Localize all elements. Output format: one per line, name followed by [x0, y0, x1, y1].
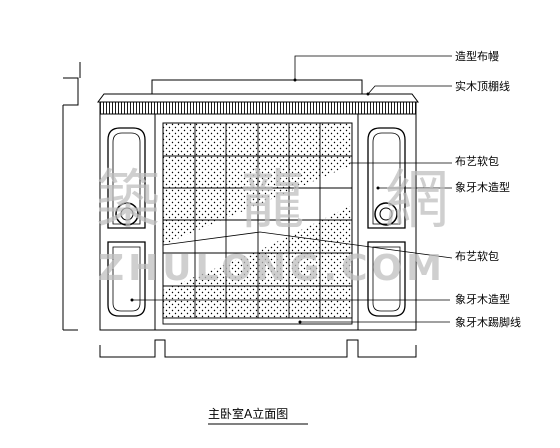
- label-skirting: 象牙木踢脚线: [455, 315, 521, 329]
- label-fabric-upper: 布艺软包: [455, 154, 499, 168]
- headboard-panel: [162, 122, 353, 325]
- label-curtain-box: 造型布幔: [455, 49, 499, 63]
- label-ceiling-line: 实木顶棚线: [455, 79, 510, 93]
- wall-outline: [99, 113, 417, 331]
- watermark-latin: ZHULONG.COM: [98, 248, 446, 289]
- right-ornament-circle: [374, 202, 398, 226]
- right-ivory-panel-upper: [367, 127, 406, 229]
- right-ivory-panel-lower: [367, 241, 406, 317]
- left-ornament-circle: [115, 202, 139, 226]
- left-ivory-panel-lower: [107, 241, 146, 317]
- curtain-box: [151, 79, 363, 95]
- leader-dots: [130, 78, 380, 324]
- drawing-title: 主卧室A立面图: [208, 406, 288, 421]
- label-fabric-lower: 布艺软包: [455, 249, 499, 263]
- label-ivory-lower: 象牙木造型: [455, 292, 510, 306]
- bottom-dimension-line: [99, 339, 417, 358]
- leader-lines: [132, 55, 453, 323]
- label-ivory-upper: 象牙木造型: [455, 180, 510, 194]
- left-ivory-panel-upper: [107, 127, 146, 229]
- watermark-chinese: 築 龍 網: [96, 164, 479, 238]
- left-dimension-line: [62, 62, 81, 331]
- ceiling-cornice: [97, 93, 419, 115]
